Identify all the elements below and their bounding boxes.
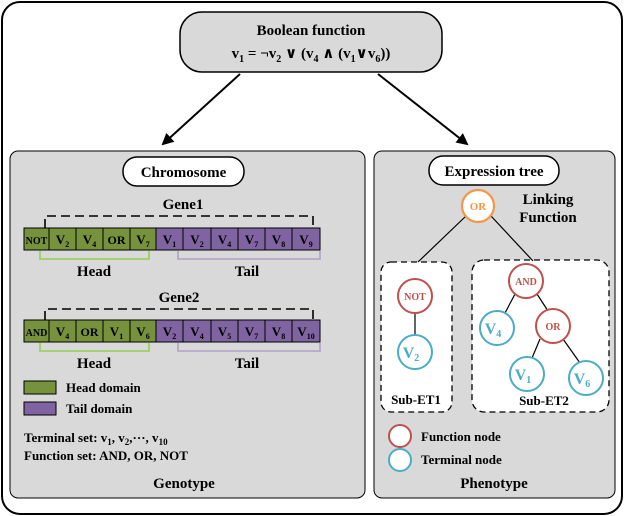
function-label: Function — [519, 210, 577, 226]
chromosome-title-box — [122, 156, 245, 187]
gene1-tail-label: Tail — [235, 264, 259, 280]
gene1-tail-bracket — [177, 251, 321, 260]
arrow-to-expression-tree — [377, 73, 469, 146]
gene1-head-cell-label: NOT — [26, 236, 48, 247]
arrow-to-chromosome — [161, 73, 241, 146]
sub-et2-label: Sub-ET2 — [519, 393, 569, 408]
expression-tree-title: Expression tree — [444, 164, 543, 180]
function-set: Function set: AND, OR, NOT — [24, 448, 188, 463]
gene1-head-label: Head — [77, 264, 112, 280]
terminal-node-swatch — [388, 448, 412, 472]
head-domain-label: Head domain — [66, 380, 142, 395]
sub2-and-node — [508, 263, 544, 299]
edge-root-sub2 — [490, 215, 534, 262]
gene1-label: Gene1 — [163, 197, 204, 213]
sub-et1-label: Sub-ET1 — [391, 392, 441, 407]
tail-domain-label: Tail domain — [66, 401, 133, 416]
function-node-label: Function node — [421, 429, 501, 444]
root-or-label: OR — [470, 201, 488, 213]
edge-or-v6 — [562, 338, 581, 364]
edge-or-v1 — [531, 338, 541, 359]
gene2-head-label: Head — [77, 356, 112, 372]
gene2-head-bracket — [39, 343, 150, 352]
boolean-function-title: Boolean function — [257, 23, 366, 39]
sub2-v6-node — [568, 360, 604, 396]
edge-and-or — [536, 293, 549, 312]
gene1-head-bracket — [39, 251, 150, 260]
sub1-v2-node — [397, 334, 433, 370]
boolean-function-box: Boolean function v1 = ¬v2 ∨ (v4 ∧ (v1∨v6… — [179, 11, 443, 73]
root-or-node — [460, 188, 496, 224]
expression-tree-title-box — [428, 155, 560, 186]
gene1-head-cell-label: OR — [108, 233, 126, 247]
edge-and-v4 — [504, 293, 516, 314]
gene2-head-cell-label: OR — [81, 325, 99, 339]
phenotype-label: Phenotype — [460, 476, 528, 492]
gene2-dashed-bracket — [44, 308, 314, 320]
gene1-dashed-bracket — [44, 215, 314, 228]
sub2-and-label: AND — [515, 277, 537, 288]
boolean-function-expression: v1 = ¬v2 ∨ (v4 ∧ (v1∨v6)) — [232, 46, 391, 65]
sub2-or-node — [535, 308, 571, 344]
sub2-or-label: OR — [546, 322, 562, 333]
sub2-v1-node — [509, 356, 545, 392]
gene2-tail-label: Tail — [235, 356, 259, 372]
terminal-node-label: Terminal node — [421, 452, 502, 467]
terminal-set: Terminal set: v1, v2,···, v10 — [24, 430, 168, 447]
sub1-not-node — [397, 278, 433, 314]
head-domain-swatch — [23, 380, 57, 395]
linking-label: Linking — [523, 192, 574, 208]
gene2-head-cell-label: AND — [26, 328, 48, 339]
tail-domain-swatch — [23, 401, 57, 416]
edge-root-sub1 — [417, 215, 467, 263]
gene2-label: Gene2 — [159, 290, 200, 306]
function-node-swatch — [388, 424, 412, 448]
gene2-tail-cell — [291, 319, 321, 343]
sub1-not-label: NOT — [404, 292, 426, 303]
sub2-v4-node — [479, 310, 515, 346]
gene2-tail-bracket — [177, 343, 321, 352]
chromosome-title: Chromosome — [141, 165, 227, 181]
gene1-tail-cell — [291, 227, 321, 251]
genotype-label: Genotype — [153, 476, 215, 492]
